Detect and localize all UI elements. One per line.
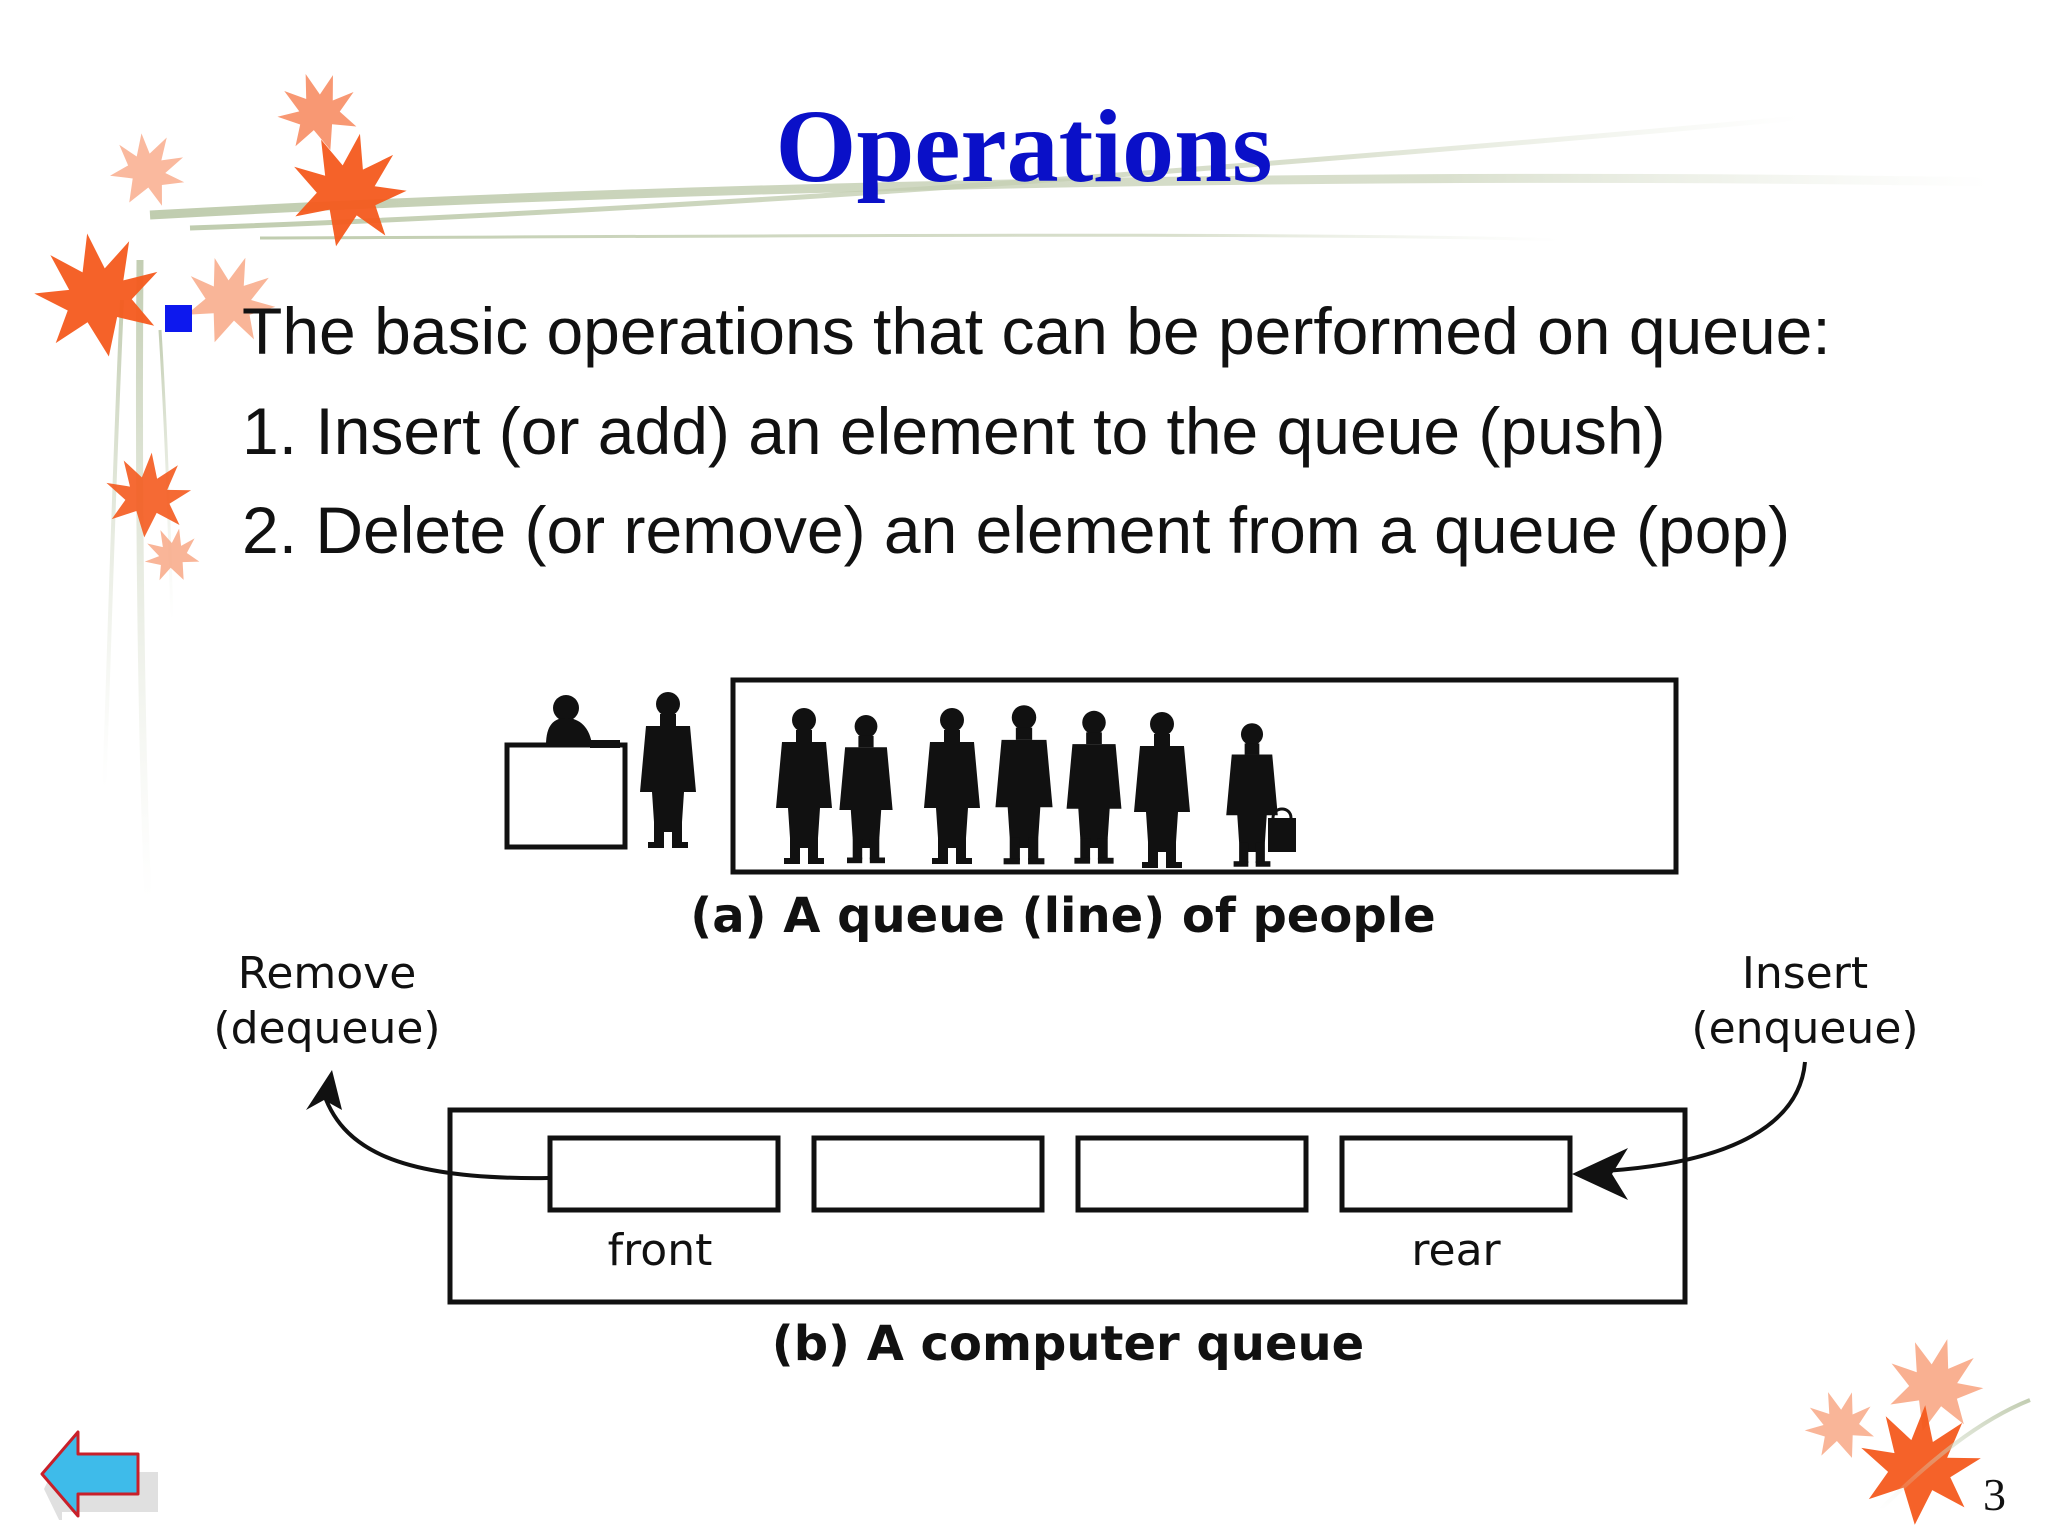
queue-cell — [811, 1135, 1045, 1213]
page-number: 3 — [1983, 1469, 2006, 1520]
dequeue-arrow — [320, 1087, 549, 1181]
caption-b: (b) A computer queue — [772, 1316, 1364, 1372]
caption-a: (a) A queue (line) of people — [690, 888, 1435, 944]
operation-insert: 1. Insert (or add) an element to the que… — [242, 394, 1666, 468]
insert-label: Insert — [1742, 948, 1868, 999]
queue-cell-front — [547, 1135, 781, 1213]
enqueue-label: (enqueue) — [1691, 1003, 1918, 1054]
dequeue-arrowhead-icon — [306, 1070, 342, 1110]
remove-label: Remove — [238, 948, 417, 999]
left-arrow-icon — [40, 1430, 158, 1520]
dequeue-label: (dequeue) — [213, 1003, 440, 1054]
enqueue-arrowhead-icon — [1572, 1148, 1628, 1200]
people-queue-box — [730, 677, 1679, 875]
counter-desk — [504, 742, 628, 850]
bullet-text: The basic operations that can be perform… — [242, 294, 1831, 368]
enqueue-arrow — [1587, 1061, 1807, 1174]
queue-cell-rear — [1339, 1135, 1573, 1213]
queue-cell — [1075, 1135, 1309, 1213]
front-label: front — [608, 1225, 713, 1276]
operation-delete: 2. Delete (or remove) an element from a … — [242, 493, 1791, 567]
slide-title: Operations — [775, 89, 1273, 204]
rear-label: rear — [1411, 1225, 1501, 1276]
back-navigation-button[interactable] — [38, 1428, 158, 1520]
bullet-square-icon — [165, 305, 192, 332]
people-queue-illustration — [504, 677, 1679, 875]
branch-left — [135, 259, 152, 901]
